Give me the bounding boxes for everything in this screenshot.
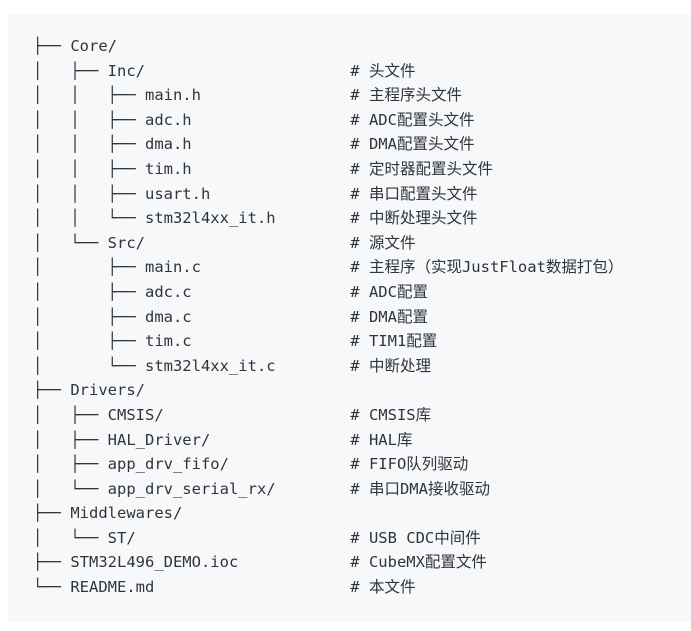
tree-line: ├── Drivers/: [33, 381, 145, 400]
tree-line: │ │ └── stm32l4xx_it.h # 中断处理头文件: [33, 209, 478, 228]
directory-tree: ├── Core/ │ ├── Inc/ # 头文件 │ │ ├── main.h …: [8, 15, 691, 619]
tree-line: │ ├── adc.c # ADC配置: [33, 282, 428, 301]
tree-line: │ └── stm32l4xx_it.c # 中断处理: [33, 356, 431, 375]
tree-line: │ └── Src/ # 源文件: [33, 233, 416, 252]
tree-line: ├── Middlewares/: [33, 504, 183, 523]
tree-line: ├── STM32L496_DEMO.ioc # CubeMX配置文件: [33, 553, 487, 572]
tree-line: │ ├── tim.c # TIM1配置: [33, 332, 438, 351]
tree-line: │ ├── dma.c # DMA配置: [33, 307, 428, 326]
tree-line: │ ├── app_drv_fifo/ # FIFO队列驱动: [33, 455, 469, 474]
tree-line: │ │ ├── main.h # 主程序头文件: [33, 86, 462, 105]
code-block: ├── Core/ │ ├── Inc/ # 头文件 │ │ ├── main.h …: [8, 15, 691, 622]
tree-line: │ │ ├── usart.h # 串口配置头文件: [33, 184, 478, 203]
tree-line: │ │ ├── tim.h # 定时器配置头文件: [33, 159, 493, 178]
tree-line: │ ├── Inc/ # 头文件: [33, 61, 416, 80]
tree-line: └── README.md # 本文件: [33, 578, 416, 597]
tree-line: │ │ ├── dma.h # DMA配置头文件: [33, 135, 475, 154]
tree-line: │ ├── HAL_Driver/ # HAL库: [33, 430, 413, 449]
tree-line: │ │ ├── adc.h # ADC配置头文件: [33, 110, 475, 129]
tree-line: │ ├── main.c # 主程序（实现JustFloat数据打包）: [33, 258, 624, 277]
tree-line: │ └── ST/ # USB CDC中间件: [33, 528, 481, 547]
tree-line: │ └── app_drv_serial_rx/ # 串口DMA接收驱动: [33, 479, 490, 498]
tree-line: │ ├── CMSIS/ # CMSIS库: [33, 405, 432, 424]
tree-line: ├── Core/: [33, 37, 117, 55]
